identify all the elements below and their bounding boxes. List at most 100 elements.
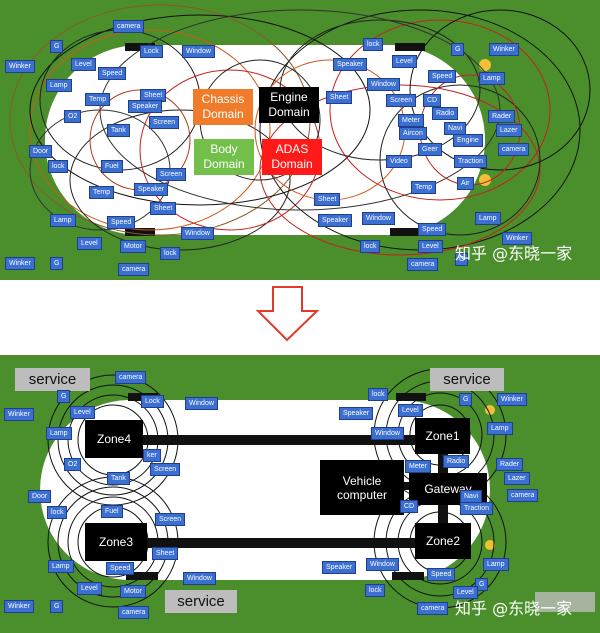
tag: Door [28,490,52,503]
tag: Speaker [128,100,163,113]
tag: Speaker [134,183,169,196]
tag: Speed [427,568,456,581]
tag: lock [48,160,69,173]
tag: G [455,253,469,266]
tag: G [475,578,489,591]
tag: Speed [107,216,136,229]
tag: Winker [502,232,532,245]
top-panel: Chassis Domain Engine Domain Body Domain… [0,0,600,280]
tag: Winker [5,257,35,270]
tag: Geer [418,143,442,156]
tag: Speed [98,67,127,80]
tag: G [459,393,473,406]
tag: Fuel [101,160,123,173]
tag: Speaker [333,58,368,71]
tag: Radio [432,107,459,120]
tag: Speaker [318,214,353,227]
tag: Winker [4,600,34,613]
tag: Speed [106,562,135,575]
tag: Temp [89,186,115,199]
watermark: 知乎 @东晓一家 [455,244,573,263]
tag: Level [398,404,423,417]
tag: Temp [411,181,437,194]
tag: ker [143,449,161,462]
tag: lock [160,247,181,260]
tag: Lamp [475,212,501,225]
tag: G [451,43,465,56]
tag: camera [498,143,530,156]
down-arrow-icon [255,286,320,342]
tag: Winker [4,408,34,421]
tag: lock [360,240,381,253]
tag: Engine [453,134,483,147]
tag: Screen [155,513,186,526]
tag: Screen [156,168,187,181]
tag: Window [371,427,404,440]
tag: lock [365,584,386,597]
tag: Video [386,155,412,168]
service-box: service [430,368,504,391]
tag: Tank [107,472,130,485]
tag: Level [70,406,95,419]
tag: camera [113,20,145,33]
tag: Sheet [152,547,179,560]
tag: camera [118,606,150,619]
tag: Meter [405,460,431,473]
tag: Level [392,55,417,68]
tag: Winker [5,60,35,73]
tag: Sheet [314,193,341,206]
tag: G [50,257,64,270]
tag: Window [362,212,395,225]
zone3-box: Zone3 [85,523,147,561]
zone4-box: Zone4 [85,420,143,458]
tag: camera [417,602,449,615]
tag: Fuel [101,505,123,518]
tag: Winker [489,43,519,56]
tag: Rader [488,110,516,123]
tag: Lazer [504,472,530,485]
chassis-domain-box: Chassis Domain [193,89,253,125]
tag: Lock [141,395,164,408]
tag: Lamp [48,560,74,573]
tag: Traction [460,502,494,515]
tag: Lock [140,45,163,58]
tag: Screen [150,463,181,476]
tag: Window [366,558,399,571]
tag: Rader [496,458,524,471]
tag: Speaker [339,407,374,420]
tag: Window [367,78,400,91]
tag: Aircon [399,127,427,140]
service-box [535,592,595,612]
adas-domain-box: ADAS Domain [262,139,322,175]
tag: Door [29,145,53,158]
tag: Speed [418,223,447,236]
bottom-car-diagram [40,368,507,609]
tag: camera [115,371,147,384]
tag: Lazer [496,124,522,137]
service-box: service [165,590,237,613]
tag: camera [507,489,539,502]
tag: Winker [497,393,527,406]
tag: camera [407,258,439,271]
tag: Lamp [46,79,72,92]
tag: Speaker [322,561,357,574]
watermark: 知乎 @东晓一家 [455,599,573,618]
tag: Lamp [487,422,513,435]
zone2-box: Zone2 [415,523,471,559]
tag: Tank [107,124,130,137]
tag: Speed [428,70,457,83]
tag: Sheet [150,202,177,215]
tag: Air [457,177,474,190]
vehicle-computer-box: Vehicle computer [320,460,404,515]
tag: lock [47,506,68,519]
tag: Motor [120,585,146,598]
tag: G [57,390,71,403]
tag: Sheet [326,91,353,104]
tag: Motor [120,240,146,253]
tag: Level [453,586,478,599]
tag: Level [77,237,102,250]
tag: Level [71,58,96,71]
tag: lock [368,388,389,401]
tag: CD [400,500,419,513]
tag: G [50,600,64,613]
